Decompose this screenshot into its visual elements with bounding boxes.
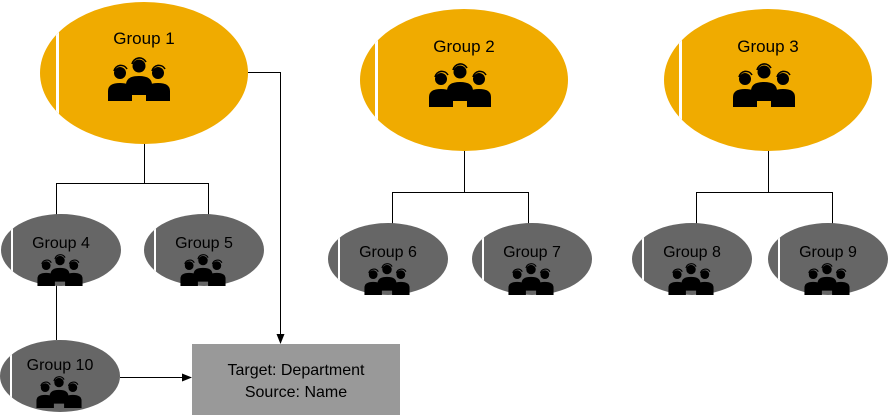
target-box[interactable]: Target: Department Source: Name (192, 344, 400, 415)
group-ellipse (360, 9, 568, 151)
group-ellipse (768, 223, 888, 295)
group-stripe (154, 214, 156, 286)
group-node-3[interactable]: Group 3 (664, 5, 872, 155)
group-stripe (482, 223, 484, 295)
group-label: Group 8 (663, 244, 721, 261)
group-node-1[interactable]: Group 1 (40, 0, 248, 148)
group-ellipse (40, 2, 248, 144)
group-stripe (10, 340, 12, 412)
group-stripe (11, 214, 13, 286)
group-node-7[interactable]: Group 7 (472, 219, 592, 299)
group-node-10[interactable]: Group 10 (0, 336, 120, 415)
group-label: Group 7 (503, 244, 561, 261)
group-label: Group 4 (32, 235, 90, 252)
group-node-9[interactable]: Group 9 (768, 219, 888, 299)
group-stripe (679, 9, 682, 151)
target-rect (192, 344, 400, 415)
group-ellipse (0, 340, 120, 412)
group-stripe (56, 2, 59, 144)
group-ellipse (472, 223, 592, 295)
group-node-8[interactable]: Group 8 (632, 219, 752, 299)
connector-g2-children (392, 150, 529, 224)
group-stripe (642, 223, 644, 295)
group-ellipse (664, 9, 872, 151)
group-stripe (778, 223, 780, 295)
group-node-2[interactable]: Group 2 (360, 5, 568, 155)
group-ellipse (144, 214, 264, 286)
group-label: Group 3 (737, 37, 798, 56)
group-ellipse (632, 223, 752, 295)
group-ellipse (1, 214, 121, 286)
group-node-6[interactable]: Group 6 (328, 219, 448, 299)
group-label: Group 2 (433, 37, 494, 56)
arrow-g1-target (248, 72, 285, 344)
group-label: Group 9 (799, 244, 857, 261)
group-stripe (375, 9, 378, 151)
group-label: Group 10 (27, 357, 94, 374)
group-label: Group 6 (359, 244, 417, 261)
target-line-1: Target: Department (228, 362, 366, 379)
group-node-5[interactable]: Group 5 (144, 210, 264, 290)
connectors (56, 72, 833, 382)
group-node-4[interactable]: Group 4 (1, 210, 121, 290)
group-label: Group 1 (113, 29, 174, 48)
group-ellipse (328, 223, 448, 295)
connector-g1-children (56, 143, 209, 215)
connector-g3-children (696, 150, 833, 224)
group-label: Group 5 (175, 235, 233, 252)
group-stripe (338, 223, 340, 295)
target-line-2: Source: Name (245, 384, 347, 401)
